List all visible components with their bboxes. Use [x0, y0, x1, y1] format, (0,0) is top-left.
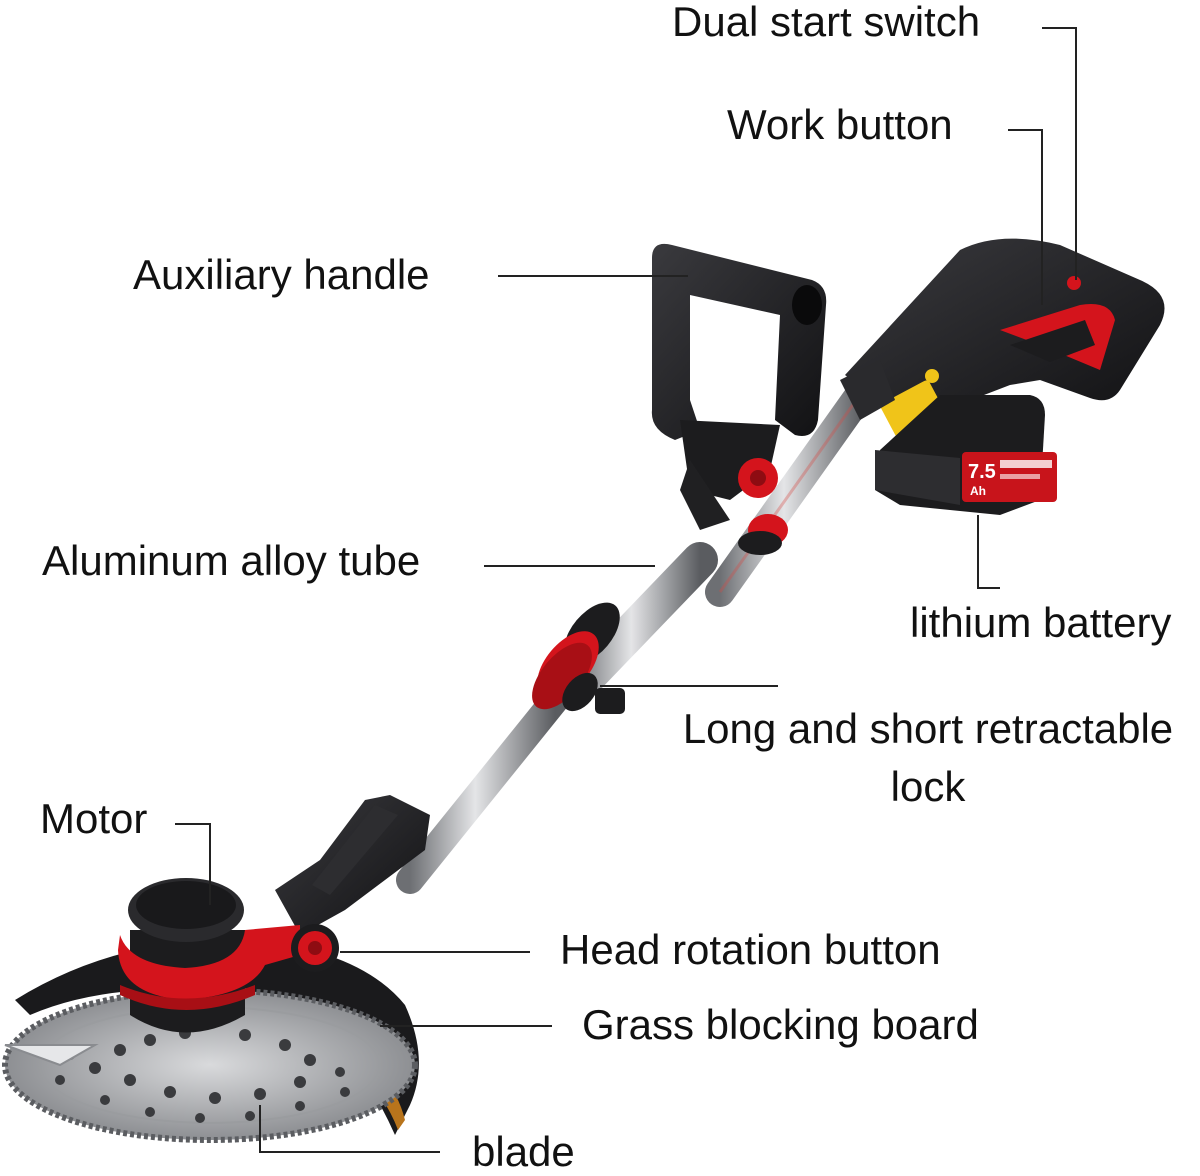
auxiliary-handle	[651, 243, 827, 555]
leader-blade	[259, 1105, 440, 1153]
label-retractable-lock: Long and short retractable lock	[658, 705, 1198, 811]
leader-dual-start-switch	[1042, 27, 1077, 280]
leader-lithium-battery	[977, 515, 1000, 589]
label-auxiliary-handle: Auxiliary handle	[133, 251, 430, 298]
label-retractable-lock-line1: Long and short retractable	[682, 705, 1174, 752]
label-retractable-lock-line2: lock	[890, 763, 966, 810]
leader-motor	[175, 823, 211, 905]
label-work-button: Work button	[727, 101, 953, 148]
upper-tube	[705, 377, 877, 607]
middle-tube	[557, 542, 718, 708]
lower-tube	[396, 686, 569, 894]
label-head-rotation-button: Head rotation button	[560, 926, 941, 973]
label-grass-blocking-board: Grass blocking board	[582, 1001, 979, 1048]
label-lithium-battery: lithium battery	[910, 599, 1172, 646]
label-dual-start-switch: Dual start switch	[672, 0, 981, 45]
rear-handle	[840, 238, 1165, 438]
motor-head	[118, 878, 300, 1033]
battery-unit-text: Ah	[970, 484, 986, 498]
grass-guard	[15, 939, 419, 1135]
label-blade: blade	[472, 1128, 575, 1175]
leader-lines	[175, 27, 1077, 1153]
leader-work-button	[1008, 129, 1043, 305]
label-motor: Motor	[40, 795, 148, 842]
head-rotation-button	[291, 924, 339, 972]
trimmer-tool: 7.5 Ah	[2, 238, 1165, 1143]
label-aluminum-alloy-tube: Aluminum alloy tube	[42, 537, 421, 584]
retractable-lock	[532, 602, 625, 714]
lithium-battery-pack: 7.5 Ah	[875, 395, 1057, 515]
battery-capacity-text: 7.5	[968, 461, 996, 483]
